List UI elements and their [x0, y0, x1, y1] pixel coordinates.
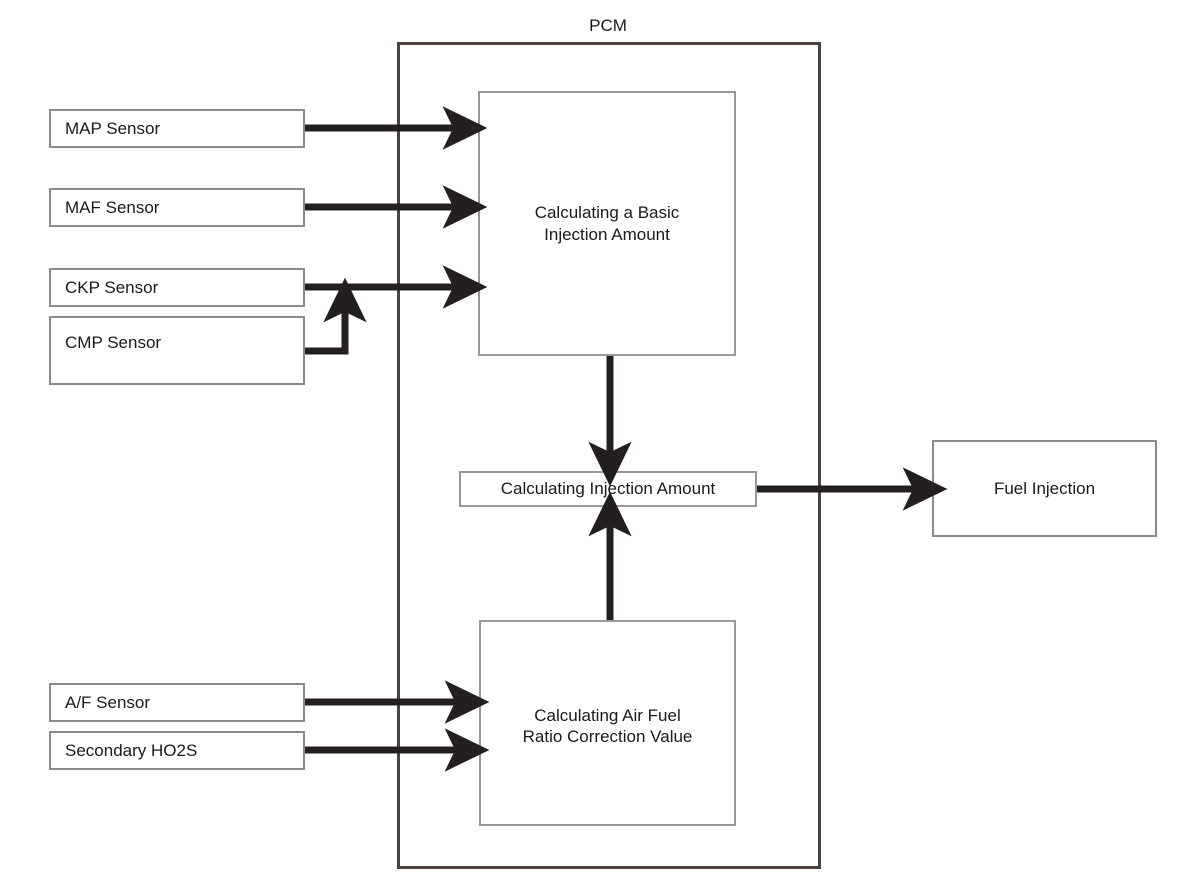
node-map-sensor: MAP Sensor: [49, 109, 305, 148]
node-ckp-sensor: CKP Sensor: [49, 268, 305, 307]
node-injection-amount-label: Calculating Injection Amount: [500, 479, 716, 499]
node-maf-sensor: MAF Sensor: [49, 188, 305, 227]
node-fuel-injection-label: Fuel Injection: [993, 478, 1096, 498]
node-map-sensor-label: MAP Sensor: [65, 118, 161, 138]
node-fuel-injection: Fuel Injection: [932, 440, 1157, 537]
node-basic-injection: Calculating a Basic Injection Amount: [478, 91, 736, 356]
node-af-sensor-label: A/F Sensor: [65, 692, 151, 712]
node-basic-injection-label: Calculating a Basic Injection Amount: [534, 203, 680, 244]
node-cmp-sensor: CMP Sensor: [49, 316, 305, 385]
node-air-fuel-correction-label: Calculating Air Fuel Ratio Correction Va…: [522, 706, 693, 747]
edge-cmp-to-ckp-line: [305, 277, 367, 355]
pcm-title-label: PCM: [589, 16, 627, 35]
pcm-container-frame: [397, 42, 821, 869]
node-secondary-ho2s-label: Secondary HO2S: [65, 740, 198, 760]
node-injection-amount: Calculating Injection Amount: [459, 471, 757, 507]
node-ckp-sensor-label: CKP Sensor: [65, 277, 159, 297]
node-air-fuel-correction: Calculating Air Fuel Ratio Correction Va…: [479, 620, 736, 826]
node-secondary-ho2s: Secondary HO2S: [49, 731, 305, 770]
node-af-sensor: A/F Sensor: [49, 683, 305, 722]
node-maf-sensor-label: MAF Sensor: [65, 197, 160, 217]
node-cmp-sensor-label: CMP Sensor: [65, 332, 162, 352]
